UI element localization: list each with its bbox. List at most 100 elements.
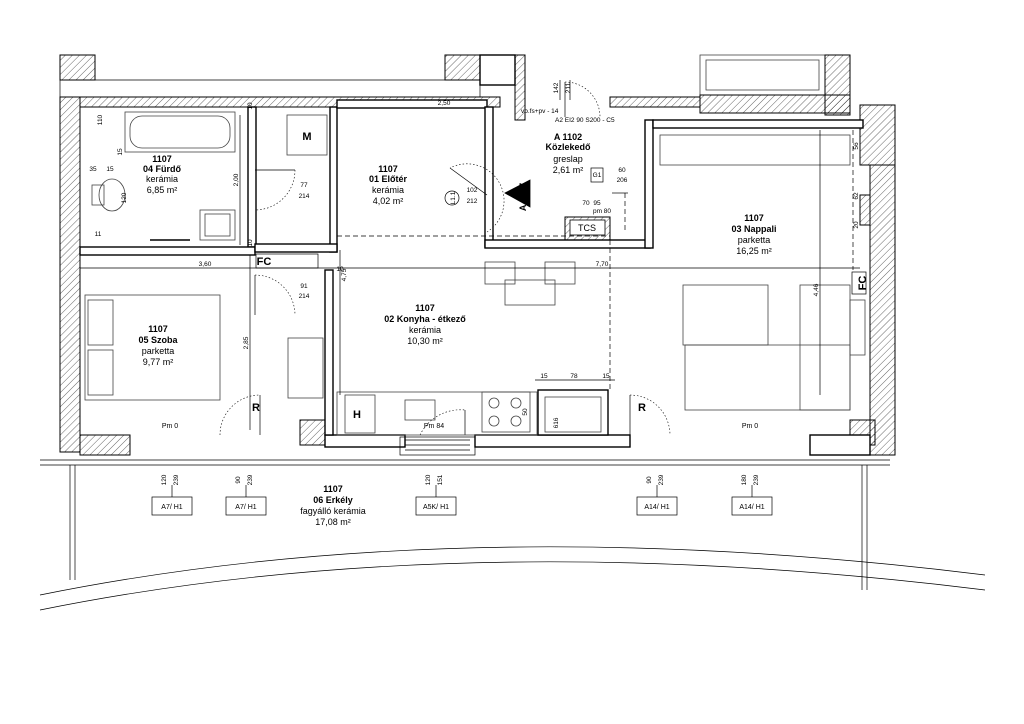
svg-text:1107: 1107 xyxy=(415,303,435,313)
pm-right: Pm 0 xyxy=(742,423,758,430)
room-label-balcony: 1107 06 Erkély fagyálló kerámia 17,08 m² xyxy=(300,484,366,527)
window-sill-height: 120 xyxy=(425,474,432,485)
svg-text:35: 35 xyxy=(89,166,97,173)
bathroom-fixtures: M xyxy=(91,111,328,241)
window-sill-height: 90 xyxy=(235,476,242,484)
window-type-label: A14/ H1 xyxy=(644,504,669,511)
svg-text:10: 10 xyxy=(247,102,254,110)
svg-text:15: 15 xyxy=(117,148,124,156)
svg-text:02 Konyha - étkező: 02 Konyha - étkező xyxy=(384,314,466,324)
svg-text:fagyálló kerámia: fagyálló kerámia xyxy=(300,506,366,516)
window-type-label: A5K/ H1 xyxy=(423,504,449,511)
fc-label-right: FC xyxy=(857,276,869,291)
svg-text:56: 56 xyxy=(853,142,860,150)
svg-text:77: 77 xyxy=(300,182,308,189)
vb-label: vb.fs+pv - 14 xyxy=(521,108,559,115)
svg-text:2,00: 2,00 xyxy=(233,173,240,186)
radiator-label-left: R xyxy=(252,402,260,414)
svg-text:50: 50 xyxy=(522,408,529,416)
svg-text:4,46: 4,46 xyxy=(813,283,820,296)
svg-text:01 Előtér: 01 Előtér xyxy=(369,174,408,184)
svg-text:214: 214 xyxy=(299,193,310,200)
living-furniture xyxy=(659,130,866,411)
svg-text:60: 60 xyxy=(618,167,626,174)
svg-text:1107: 1107 xyxy=(152,154,172,164)
svg-text:11: 11 xyxy=(95,231,102,238)
window-head-height: 239 xyxy=(247,474,254,485)
svg-text:2,85: 2,85 xyxy=(243,336,250,349)
svg-text:10,30 m²: 10,30 m² xyxy=(407,336,443,346)
svg-text:17,08 m²: 17,08 m² xyxy=(315,517,351,527)
svg-text:16,25 m²: 16,25 m² xyxy=(736,246,772,256)
svg-text:parketta: parketta xyxy=(142,346,175,356)
room-label-living: 1107 03 Nappali parketta 16,25 m² xyxy=(731,213,776,256)
bedroom-furniture xyxy=(84,294,324,401)
svg-text:parketta: parketta xyxy=(738,235,771,245)
svg-text:06 Erkély: 06 Erkély xyxy=(313,495,353,505)
svg-text:110: 110 xyxy=(97,114,104,125)
svg-text:9,77 m²: 9,77 m² xyxy=(143,357,174,367)
window-tag-box xyxy=(731,496,773,516)
window-head-height: 151 xyxy=(437,474,444,485)
window-type-label: A7/ H1 xyxy=(161,504,183,511)
svg-text:kerámia: kerámia xyxy=(409,325,441,335)
svg-text:214: 214 xyxy=(299,293,310,300)
symbol-labels: FC FC R R TCS G1 L1.1 A 1107 A2 EI2 90 S… xyxy=(162,108,869,430)
interior-walls xyxy=(79,99,864,436)
svg-text:15: 15 xyxy=(106,166,114,173)
svg-text:04 Fürdő: 04 Fürdő xyxy=(143,164,182,174)
tcs-label: TCS xyxy=(578,223,596,233)
g1-label: G1 xyxy=(593,172,602,179)
svg-text:7,70: 7,70 xyxy=(596,261,609,268)
svg-text:206: 206 xyxy=(617,177,628,184)
svg-text:102: 102 xyxy=(467,187,478,194)
svg-text:4,75: 4,75 xyxy=(341,268,348,281)
svg-text:4,02 m²: 4,02 m² xyxy=(373,196,404,206)
svg-text:kerámia: kerámia xyxy=(372,185,404,195)
door-spec: A2 EI2 90 S200 - C5 xyxy=(555,117,615,124)
doors xyxy=(219,81,671,436)
room-label-bath: 1107 04 Fürdő kerámia 6,85 m² xyxy=(143,154,182,195)
window-type-label: A14/ H1 xyxy=(739,504,764,511)
window-tag-box xyxy=(151,496,193,516)
svg-text:78: 78 xyxy=(570,373,578,380)
pm-left: Pm 0 xyxy=(162,423,178,430)
svg-text:03 Nappali: 03 Nappali xyxy=(731,224,776,234)
svg-text:10: 10 xyxy=(336,266,344,273)
svg-text:2,50: 2,50 xyxy=(438,100,451,107)
svg-text:1107: 1107 xyxy=(378,164,398,174)
svg-text:10: 10 xyxy=(247,239,254,247)
svg-text:6,85 m²: 6,85 m² xyxy=(147,185,178,195)
window-sill-height: 120 xyxy=(161,474,168,485)
l1-label: L1.1 xyxy=(450,191,457,204)
svg-text:Közlekedő: Közlekedő xyxy=(545,142,591,152)
pm80-label: pm 80 xyxy=(593,208,611,215)
room-label-kitchen: 1107 02 Konyha - étkező kerámia 10,30 m² xyxy=(384,303,466,346)
room-label-corridor: A 1102 Közlekedő greslap 2,61 m² xyxy=(545,132,591,175)
svg-text:1107: 1107 xyxy=(148,324,168,334)
svg-text:2,61 m²: 2,61 m² xyxy=(553,165,584,175)
apartment-label: A 1107 xyxy=(518,183,528,211)
svg-text:15: 15 xyxy=(540,373,548,380)
outer-walls xyxy=(59,96,896,456)
fc-label-left: FC xyxy=(257,256,272,268)
window-head-height: 239 xyxy=(753,474,760,485)
balcony xyxy=(39,436,986,611)
window-tag-box xyxy=(225,496,267,516)
svg-text:95: 95 xyxy=(593,200,601,207)
room-label-hall: 1107 01 Előtér kerámia 4,02 m² xyxy=(369,164,408,206)
window-tag-box xyxy=(415,496,457,516)
svg-text:120: 120 xyxy=(121,192,128,203)
svg-text:05 Szoba: 05 Szoba xyxy=(138,335,178,345)
window-tag-box xyxy=(636,496,678,516)
svg-text:211: 211 xyxy=(565,82,572,93)
svg-text:3,60: 3,60 xyxy=(199,261,212,268)
radiator-label-right: R xyxy=(638,402,646,414)
svg-text:15: 15 xyxy=(602,373,610,380)
svg-text:A 1102: A 1102 xyxy=(554,132,582,142)
dimension-texts: 3,60 7,70 2,00 4,75 2,85 4,46 77 214 91 … xyxy=(89,82,860,428)
svg-text:142: 142 xyxy=(553,82,560,93)
